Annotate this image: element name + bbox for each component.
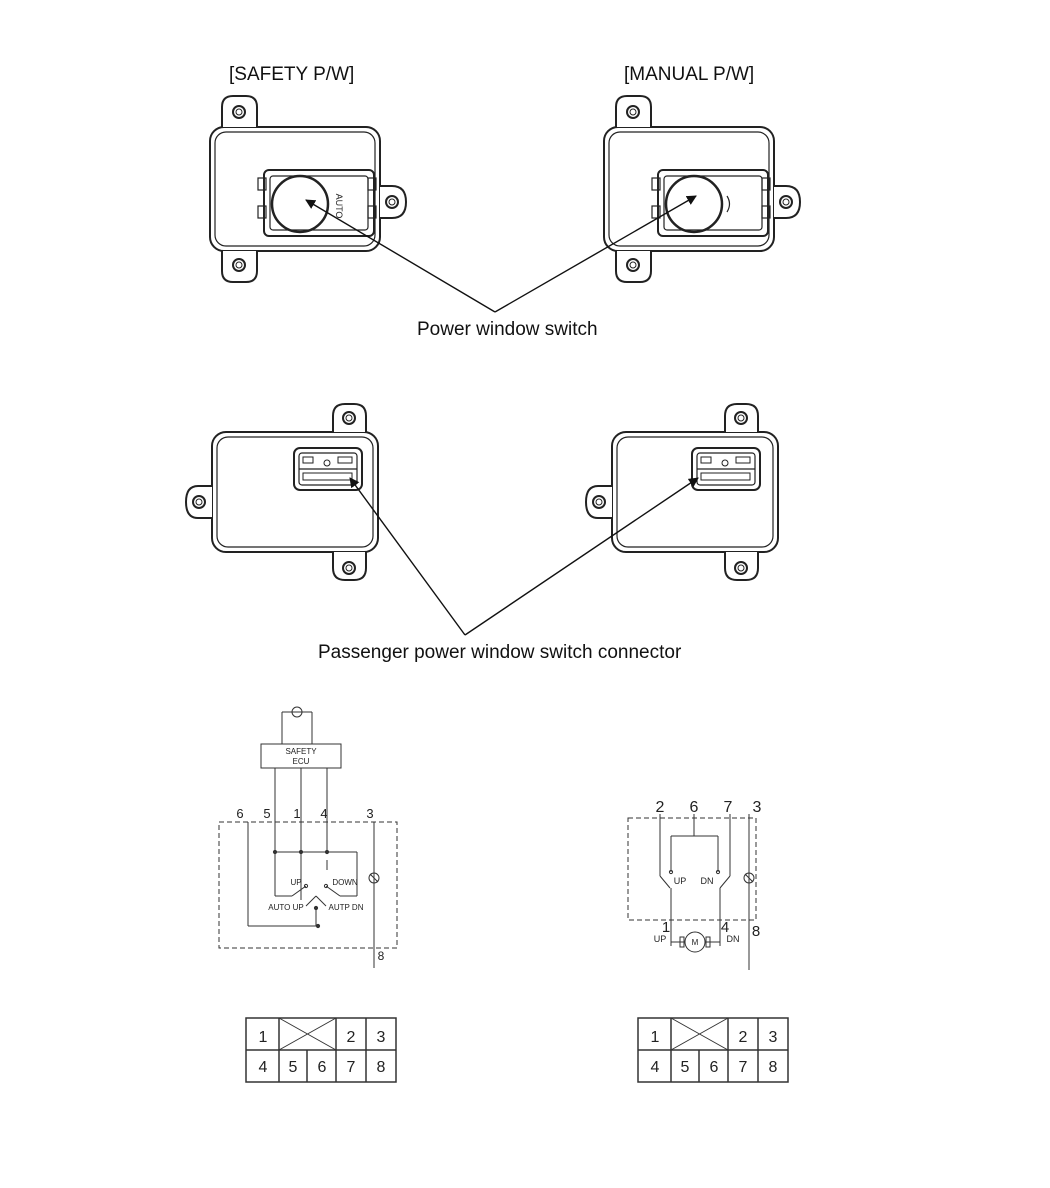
safety-cell-5: 5 [289,1059,298,1076]
manual-cell-1: 1 [651,1029,660,1046]
manual-schematic [627,814,757,970]
safety-schematic-text: SAFETY ECU 6 5 1 4 3 8 UP DOWN AUTO UP A… [236,747,384,963]
ecu-label-line2: ECU [293,757,310,766]
safety-auto-up-label: AUTO UP [268,903,303,912]
manual-cell-8: 8 [769,1059,778,1076]
safety-connector-module [184,403,379,581]
safety-schematic [218,706,398,968]
safety-auto-dn-label: AUTP DN [329,903,364,912]
safety-pin-3: 3 [366,806,373,821]
manual-pin-6: 6 [690,799,699,816]
safety-pin-1: 1 [293,806,300,821]
safety-cell-7: 7 [347,1059,356,1076]
manual-pin-8: 8 [752,923,760,940]
safety-pin-4: 4 [320,806,327,821]
auto-label: AUTO [334,194,344,219]
manual-connector-pins: 1 2 3 4 5 6 7 8 [651,1029,778,1076]
safety-cell-1: 1 [259,1029,268,1046]
manual-dn-label: DN [701,876,714,886]
manual-pw-label: [MANUAL P/W] [624,64,755,85]
motor-label: M [692,938,699,947]
safety-cell-6: 6 [318,1059,327,1076]
connector-caption: Passenger power window switch connector [318,642,682,663]
manual-pin-7: 7 [724,799,733,816]
safety-cell-8: 8 [377,1059,386,1076]
safety-pin-5: 5 [263,806,270,821]
manual-cell-6: 6 [710,1059,719,1076]
safety-pin-8: 8 [378,949,385,963]
switch-caption: Power window switch [417,319,598,340]
manual-up-motor-label: UP [654,934,667,944]
manual-pin-4: 4 [721,919,729,936]
safety-switch-module [209,95,408,283]
manual-connector-table [637,1017,789,1083]
manual-cell-2: 2 [739,1029,748,1046]
manual-up-label: UP [674,876,687,886]
ecu-label-line1: SAFETY [285,747,317,756]
manual-pin-3: 3 [753,799,762,816]
safety-cell-3: 3 [377,1029,386,1046]
safety-pin-6: 6 [236,806,243,821]
manual-switch-module [603,95,802,283]
connector-arrows [349,477,699,636]
manual-connector-module [584,403,779,581]
manual-pin-1: 1 [662,919,670,936]
manual-cell-5: 5 [681,1059,690,1076]
switch-arrows [305,195,697,313]
manual-cell-3: 3 [769,1029,778,1046]
manual-dn-motor-label: DN [727,934,740,944]
safety-down-label: DOWN [332,878,358,887]
manual-schematic-text: 2 6 7 3 1 4 8 UP DN UP DN M [654,799,762,947]
manual-cell-4: 4 [651,1059,660,1076]
safety-up-label: UP [290,878,301,887]
safety-cell-2: 2 [347,1029,356,1046]
safety-connector-pins: 1 2 3 4 5 6 7 8 [259,1029,386,1076]
safety-connector-table [245,1017,397,1083]
safety-pw-label: [SAFETY P/W] [229,64,355,85]
safety-cell-4: 4 [259,1059,268,1076]
manual-cell-7: 7 [739,1059,748,1076]
manual-pin-2: 2 [656,799,665,816]
